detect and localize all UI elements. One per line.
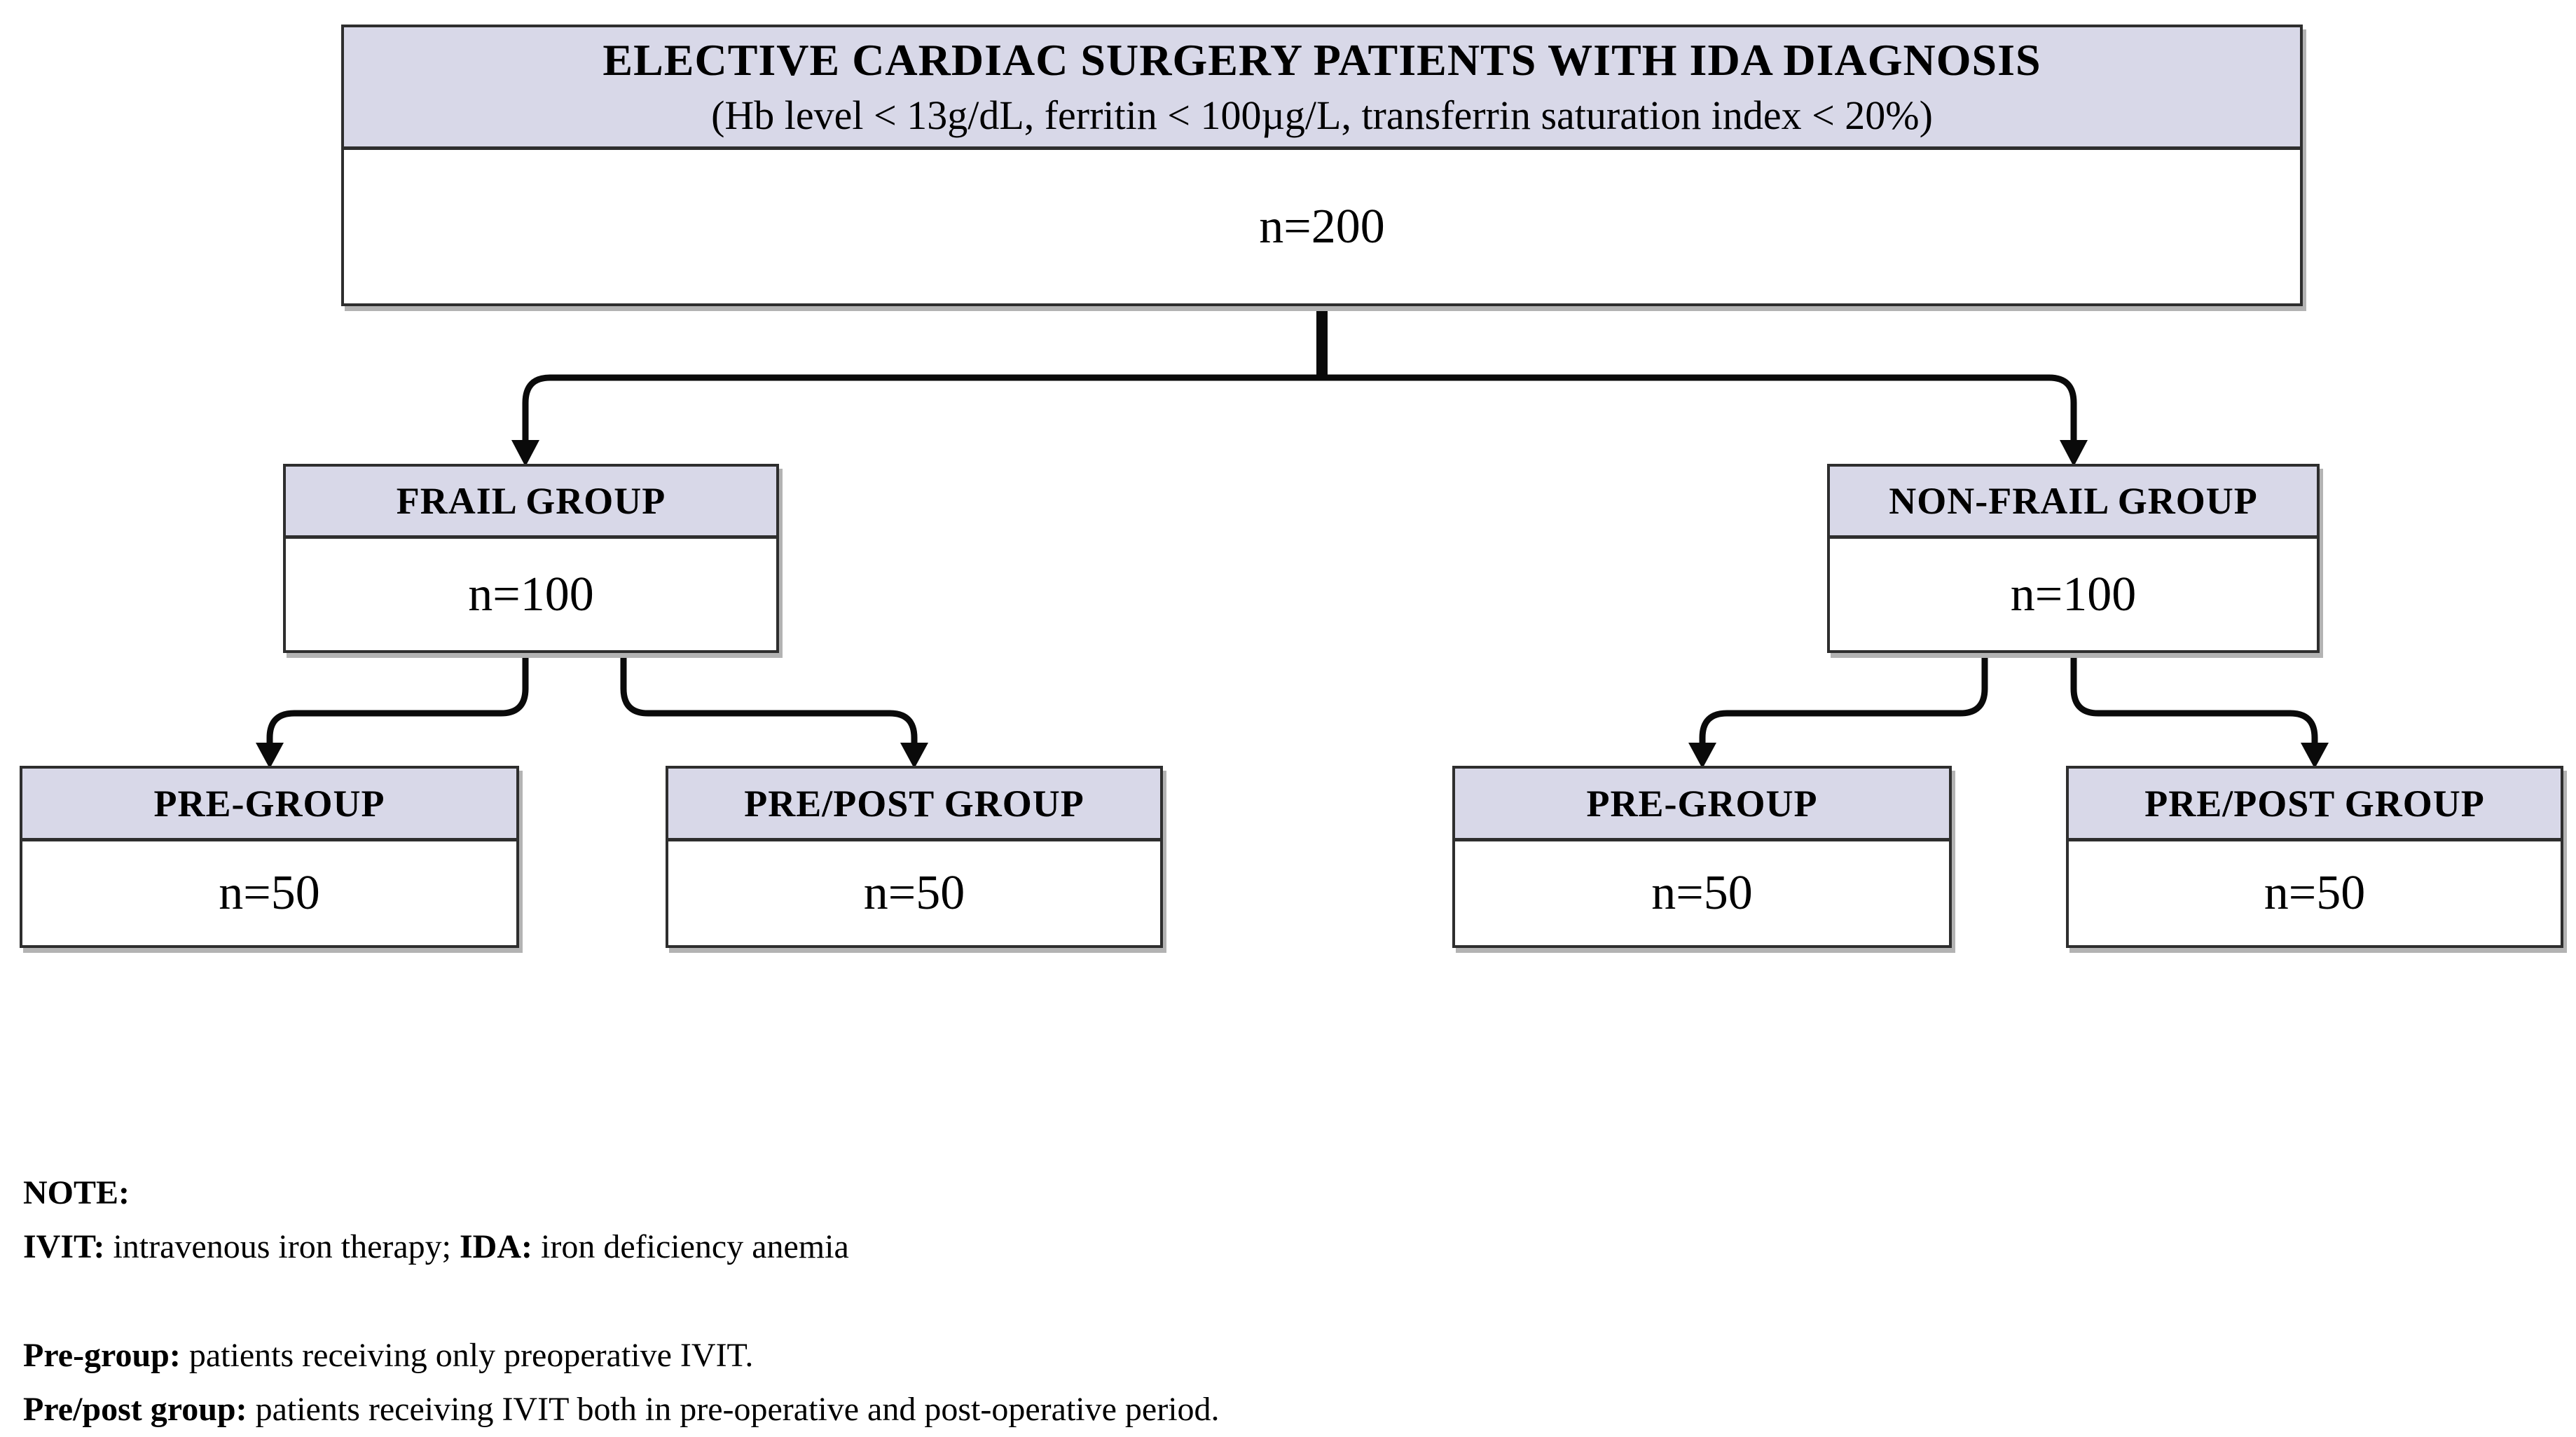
root-box: ELECTIVE CARDIAC SURGERY PATIENTS WITH I… <box>341 25 2303 306</box>
note-def-pre-group: patients receiving only preoperative IVI… <box>180 1337 754 1374</box>
frail-prepost-group-body: n=50 <box>668 841 1160 945</box>
nonfrail-group-label: NON-FRAIL GROUP <box>1889 480 2258 522</box>
arrowhead-frail <box>511 440 539 467</box>
nonfrail-group-box: NON-FRAIL GROUP n=100 <box>1827 464 2320 653</box>
arrowhead-nonfrail-prepost <box>2301 743 2329 769</box>
footnotes: NOTE: IVIT: intravenous iron therapy; ID… <box>23 1166 1220 1436</box>
note-term-pre-post-group: Pre/post group: <box>23 1391 247 1428</box>
note-pre-post-group: Pre/post group: patients receiving IVIT … <box>23 1382 1220 1436</box>
frail-pre-group-header: PRE-GROUP <box>22 769 516 841</box>
frail-group-header: FRAIL GROUP <box>286 467 776 539</box>
nonfrail-prepost-group-count: n=50 <box>2264 866 2366 920</box>
nonfrail-group-header: NON-FRAIL GROUP <box>1830 467 2317 539</box>
nonfrail-group-body: n=100 <box>1830 539 2317 650</box>
arrowhead-nonfrail-pre <box>1688 743 1716 769</box>
connector-frail-pre <box>266 652 529 744</box>
note-heading: NOTE: <box>23 1166 1220 1220</box>
note-pre-group: Pre-group: patients receiving only preop… <box>23 1328 1220 1382</box>
note-spacer <box>23 1274 1220 1328</box>
frail-prepost-group-count: n=50 <box>863 866 965 920</box>
arrowhead-nonfrail <box>2060 440 2088 467</box>
root-box-header: ELECTIVE CARDIAC SURGERY PATIENTS WITH I… <box>344 27 2300 150</box>
note-term-ida: IDA: <box>460 1228 532 1265</box>
frail-pre-group-body: n=50 <box>22 841 516 945</box>
nonfrail-prepost-group-body: n=50 <box>2069 841 2561 945</box>
nonfrail-pre-group-box: PRE-GROUP n=50 <box>1452 766 1952 948</box>
root-box-subtitle: (Hb level < 13g/dL, ferritin < 100µg/L, … <box>711 92 1933 138</box>
arrowhead-frail-prepost <box>900 743 928 769</box>
frail-pre-group-count: n=50 <box>219 866 320 920</box>
frail-group-label: FRAIL GROUP <box>396 480 666 522</box>
connector-nonfrail-pre <box>1699 652 1988 744</box>
root-box-title: ELECTIVE CARDIAC SURGERY PATIENTS WITH I… <box>602 35 2041 85</box>
nonfrail-prepost-group-label: PRE/POST GROUP <box>2144 782 2485 825</box>
note-def-pre-post-group: patients receiving IVIT both in pre-oper… <box>247 1391 1220 1428</box>
frail-group-box: FRAIL GROUP n=100 <box>283 464 779 653</box>
nonfrail-pre-group-header: PRE-GROUP <box>1455 769 1949 841</box>
nonfrail-group-count: n=100 <box>2010 567 2137 621</box>
connector-frail-prepost <box>620 652 918 744</box>
frail-prepost-group-label: PRE/POST GROUP <box>744 782 1084 825</box>
nonfrail-prepost-group-box: PRE/POST GROUP n=50 <box>2066 766 2563 948</box>
frail-prepost-group-header: PRE/POST GROUP <box>668 769 1160 841</box>
nonfrail-pre-group-label: PRE-GROUP <box>1586 782 1818 825</box>
frail-pre-group-box: PRE-GROUP n=50 <box>20 766 519 948</box>
note-abbreviations: IVIT: intravenous iron therapy; IDA: iro… <box>23 1220 1220 1274</box>
frail-group-count: n=100 <box>468 567 594 621</box>
nonfrail-prepost-group-header: PRE/POST GROUP <box>2069 769 2561 841</box>
note-term-pre-group: Pre-group: <box>23 1337 181 1374</box>
frail-pre-group-label: PRE-GROUP <box>153 782 385 825</box>
arrowhead-frail-pre <box>256 743 284 769</box>
nonfrail-pre-group-count: n=50 <box>1651 866 1753 920</box>
connector-root-branch <box>522 374 2077 441</box>
note-term-ivit: IVIT: <box>23 1228 105 1265</box>
root-box-body: n=200 <box>344 150 2300 303</box>
note-def-ivit: intravenous iron therapy; <box>104 1228 460 1265</box>
frail-group-body: n=100 <box>286 539 776 650</box>
nonfrail-pre-group-body: n=50 <box>1455 841 1949 945</box>
note-def-ida: iron deficiency anemia <box>532 1228 849 1265</box>
connector-nonfrail-prepost <box>2070 652 2318 744</box>
frail-prepost-group-box: PRE/POST GROUP n=50 <box>666 766 1163 948</box>
note-heading-text: NOTE: <box>23 1174 130 1211</box>
root-box-count: n=200 <box>1259 199 1385 254</box>
